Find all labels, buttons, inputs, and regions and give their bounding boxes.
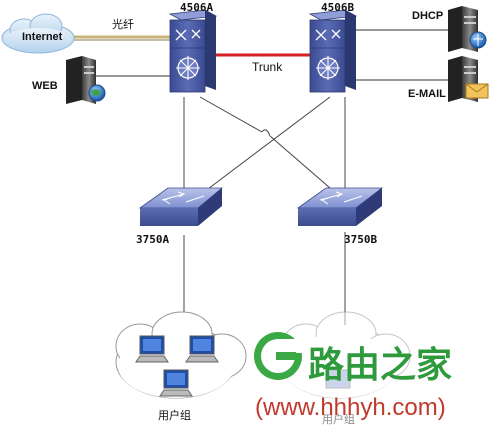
dhcp-server-icon — [448, 6, 487, 52]
access-a-label: 3750A — [136, 233, 170, 246]
dhcp-label: DHCP — [412, 10, 444, 22]
pc-icon — [135, 335, 169, 363]
watermark-logo-icon — [254, 332, 304, 380]
link-4506a-3750b-b — [269, 135, 331, 189]
internet-label: Internet — [22, 31, 63, 43]
access-b-label: 3750B — [344, 233, 378, 246]
pc-icon — [185, 335, 219, 363]
web-server-icon — [66, 56, 106, 104]
email-server-icon — [448, 56, 489, 102]
pc-icon — [159, 369, 193, 397]
link-4506a-3750b-a — [199, 96, 263, 133]
fiber-label: 光纤 — [112, 19, 134, 31]
core-switch-4506a-icon — [168, 9, 218, 93]
core-a-label: 4506A — [180, 1, 214, 14]
watermark-url: (www.hhhyh.com) — [255, 394, 446, 421]
email-label: E-MAIL — [408, 88, 446, 100]
core-b-label: 4506B — [321, 1, 355, 14]
link-4506b-3750a — [199, 96, 331, 196]
access-switch-3750a-icon — [138, 187, 224, 226]
watermark-brand: 路由之家 — [308, 345, 453, 386]
access-switch-3750b-icon — [296, 187, 384, 226]
link-hop — [261, 129, 271, 137]
user-group-left-label: 用户组 — [158, 410, 191, 422]
internet-cloud-icon — [1, 13, 75, 54]
user-group-right-cloud — [279, 311, 411, 399]
core-switch-4506b-icon — [308, 9, 358, 93]
trunk-label: Trunk — [252, 60, 283, 74]
web-label: WEB — [32, 80, 58, 92]
user-group-right-label: 用户组 — [322, 414, 355, 426]
